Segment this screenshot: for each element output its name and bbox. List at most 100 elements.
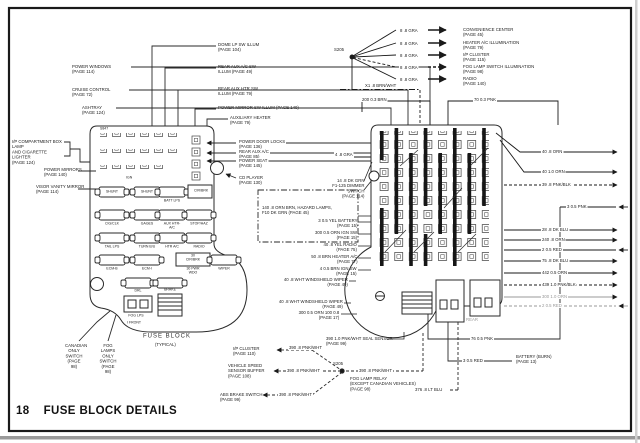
label-canadian-switch: CANADIAN ONLY SWITCH (PAGE 98) (65, 343, 88, 369)
callout-rear-aux-ac: REAR AUX A/C (PAGE 85) (238, 149, 270, 160)
left-block-code: S847 (100, 127, 109, 131)
label-fog-lps: FOG LPS (128, 314, 144, 318)
wire-x1: X1 .8 BRN/WHT (364, 83, 398, 89)
callout-rear-aux-ac-sw: REAR AUX A/C SW ILLUM (PAGE 49) (218, 64, 256, 75)
wire-3-red: 3 0.5 RED (462, 357, 484, 363)
fuse-cb30: 30 CIR/BRK (185, 254, 201, 262)
splice-s205: S205 (333, 361, 344, 366)
footer-page-number: 18 (16, 405, 30, 417)
rw-9: 439 1.0 PNK/BLK (541, 282, 577, 288)
rw-11: 2 0.5 RED (541, 303, 563, 309)
fan-dest-1: CONVENIENCE CENTER (PAGE 45) (463, 27, 514, 38)
callout-aux-heater: AUXILIARY HEATER (PAGE 79) (230, 115, 271, 126)
fan-wire-5: 8 .8 GRA (399, 76, 419, 82)
fan-dest-3: I/P CLUSTER (PAGE 115) (463, 52, 490, 63)
fuse-r4-3: 30 PWR WDO (186, 267, 200, 275)
fuse-drl: DRL (134, 289, 142, 293)
callout-cruise-control: CRUISE CONTROL (PAGE 72) (72, 87, 111, 98)
splice-label: S205 (334, 47, 345, 52)
callout-ip-box-lamp: I/P COMPARTMENT BOX LAMP AND CIGARETTE L… (12, 139, 62, 165)
fuse-r2-4: STOP/HAZ (190, 222, 208, 226)
right-block-leaders (257, 161, 405, 340)
label-battery-junction: BATTERY (BURN) (PAGE 13) (516, 354, 552, 365)
rw-2: 39 .8 PNK/BLK (541, 182, 572, 188)
callout-power-door-locks: POWER DOOR LOCKS (PAGE 136) (238, 139, 287, 150)
rw-8: 442 0.5 ORN (541, 270, 569, 276)
callout-rear-aux-htr-sw: REAR AUX HTR SW ILLUM (PAGE 79) (218, 86, 258, 97)
fuse-r3-4: RADIO (193, 245, 205, 249)
fuse-r4-1: ECM-B (106, 267, 118, 271)
callout-cd-player: CD PLAYER (PAGE 130) (238, 175, 265, 186)
left-block-caption-sub: (TYPICAL) (155, 342, 176, 347)
rw-1: 40 1.0 ORN (541, 169, 566, 175)
fuse-r3-3: HTR A/C (165, 245, 179, 249)
fan-wire-3: 8 .8 GRA (399, 52, 419, 58)
left-block-ign: IGN (126, 176, 133, 180)
rw-7: 75 .8 DK BLU (541, 258, 570, 264)
fuse-shunt-2: SHUNT (140, 189, 154, 194)
right-wire-arrows (495, 132, 628, 309)
rw-6: 2 0.5 RED (541, 247, 563, 253)
callout-visor-vanity: VISOR VANITY MIRROR (PAGE 114) (36, 184, 85, 195)
label-radio: 40 .8 YEL RADIO (PAGE 75) (323, 242, 357, 253)
splice-fan (340, 26, 559, 158)
fuse-r3-2: TURN B/U (138, 245, 156, 249)
label-ip-cluster: I/P CLUSTER (PAGE 110) (233, 346, 260, 357)
callout-power-mirrors: POWER MIRRORS (PAGE 140) (44, 167, 82, 178)
fuse-r2-3: AUX HTR-A/C (163, 222, 181, 230)
callout-ashtray: ASHTRAY (PAGE 124) (82, 105, 105, 116)
fuse-r2-2: GAGES (140, 222, 154, 226)
label-fog-only-switch: FOG LAMPS ONLY SWITCH (PAGE 98) (99, 343, 117, 375)
fuse-r4-4: WIPER (218, 267, 230, 271)
label-front: I FRONT (127, 321, 141, 325)
fuse-cirbrk: CIR/BRK (194, 189, 209, 193)
wire-390-1: 390 .8 PNK/WHT (288, 345, 323, 351)
wire-390-3: 390 .8 PNK/WHT (278, 391, 313, 397)
wire-200-brn: 200 0.3 BRN (361, 96, 388, 102)
label-rear: REAR (466, 317, 478, 322)
wire-76-pnk: 76 0.5 PNK (470, 335, 494, 341)
footer: 18 FUSE BLOCK DETAILS (16, 405, 191, 417)
label-ign-sw: 300 0.5 ORN IGN SW (PAGE 15) (314, 230, 357, 241)
label-heater-ac: 50 .8 BRN HEATER A/C (PAGE 77) (310, 254, 357, 265)
rw-10: 300 1.0 ORN (541, 294, 569, 300)
label-fog-relay: FOG LAMP RELAY (EXCEPT CANADIAN VEHICLES… (350, 376, 416, 392)
rw-0: 40 .8 ORN (541, 149, 564, 155)
callout-power-mirror-sw: POWER MIRROR SW ILLUM (PAGE 140) (218, 105, 299, 110)
rw-3: 3 0.5 PNK (566, 204, 588, 210)
label-abs: ABS BRAKE SWITCH (PAGE 99) (220, 392, 263, 403)
wire-4-gra: 4 .8 GRA (334, 152, 354, 158)
fan-wire-4: 8 .8 GRA (399, 64, 419, 70)
left-block-caption: FUSE BLOCK (143, 332, 192, 339)
rw-4: 28 .8 DK BLU (541, 227, 570, 233)
wire-390-4: 390 .8 PNK/WHT (358, 367, 393, 373)
fan-dest-4: FOG LAMP SWITCH ILLUMINATION (PAGE 98) (463, 64, 535, 75)
label-seal-sensor: 390 1.0 PNK/WHT SEAL SENSOR (PAGE 99) (326, 336, 393, 347)
rw-5: 240 .8 ORN (541, 237, 566, 243)
label-orn-100: 300 0.5 ORN 100 0.8 (PAGE 17) (298, 310, 339, 321)
callout-power-windows: POWER WINDOWS (PAGE 114) (72, 64, 112, 75)
label-hazard: 140 .8 ORN BRN, HAZARD LAMPS, F10 DK GRN… (262, 205, 332, 216)
label-wiper-1: 40 .8 WHT WINDSHIELD WIPER (PAGE 49) (284, 277, 348, 288)
label-vss: VEHICLE SPEED SENSOR BUFFER (PAGE 108) (228, 363, 265, 379)
label-wiper-2: 40 .8 WHT WINDSHIELD WIPER (PAGE 49) (279, 299, 343, 310)
callout-dome-lp: DOME LP SW ILLUM (PAGE 104) (218, 42, 260, 53)
fuse-brake: BRAKE (164, 288, 176, 292)
wire-390-2: 390 .8 PNK/WHT (286, 367, 321, 373)
label-battery: 3 0.5 YEL BATTERY (PAGE 15) (317, 218, 357, 229)
label-dimmer: 14 .8 DK GRN F1-125 DIMMER SWITCH (PAGE … (331, 178, 364, 199)
fuse-shunt-1: SHUNT (105, 189, 119, 194)
left-fuse-block (89, 125, 248, 333)
callout-power-seat: POWER SEAT (PAGE 145) (238, 158, 269, 169)
right-fuse-block (344, 124, 503, 339)
fan-dest-2: HEATER A/C ILLUMINATION (PAGE 79) (463, 40, 520, 51)
fan-wire-1: 8 .8 GRA (399, 27, 419, 33)
fan-dest-5: RADIO (PAGE 140) (463, 76, 486, 87)
fuse-r3-1: TAIL LPS (104, 245, 120, 249)
fan-wire-2: 8 .8 GRA (399, 40, 419, 46)
wire-70-pnk: 70 0.3 PNK (473, 96, 497, 102)
footer-title: FUSE BLOCK DETAILS (43, 405, 178, 417)
wire-376-ltblu: 376 .8 LT BLU (414, 387, 444, 393)
